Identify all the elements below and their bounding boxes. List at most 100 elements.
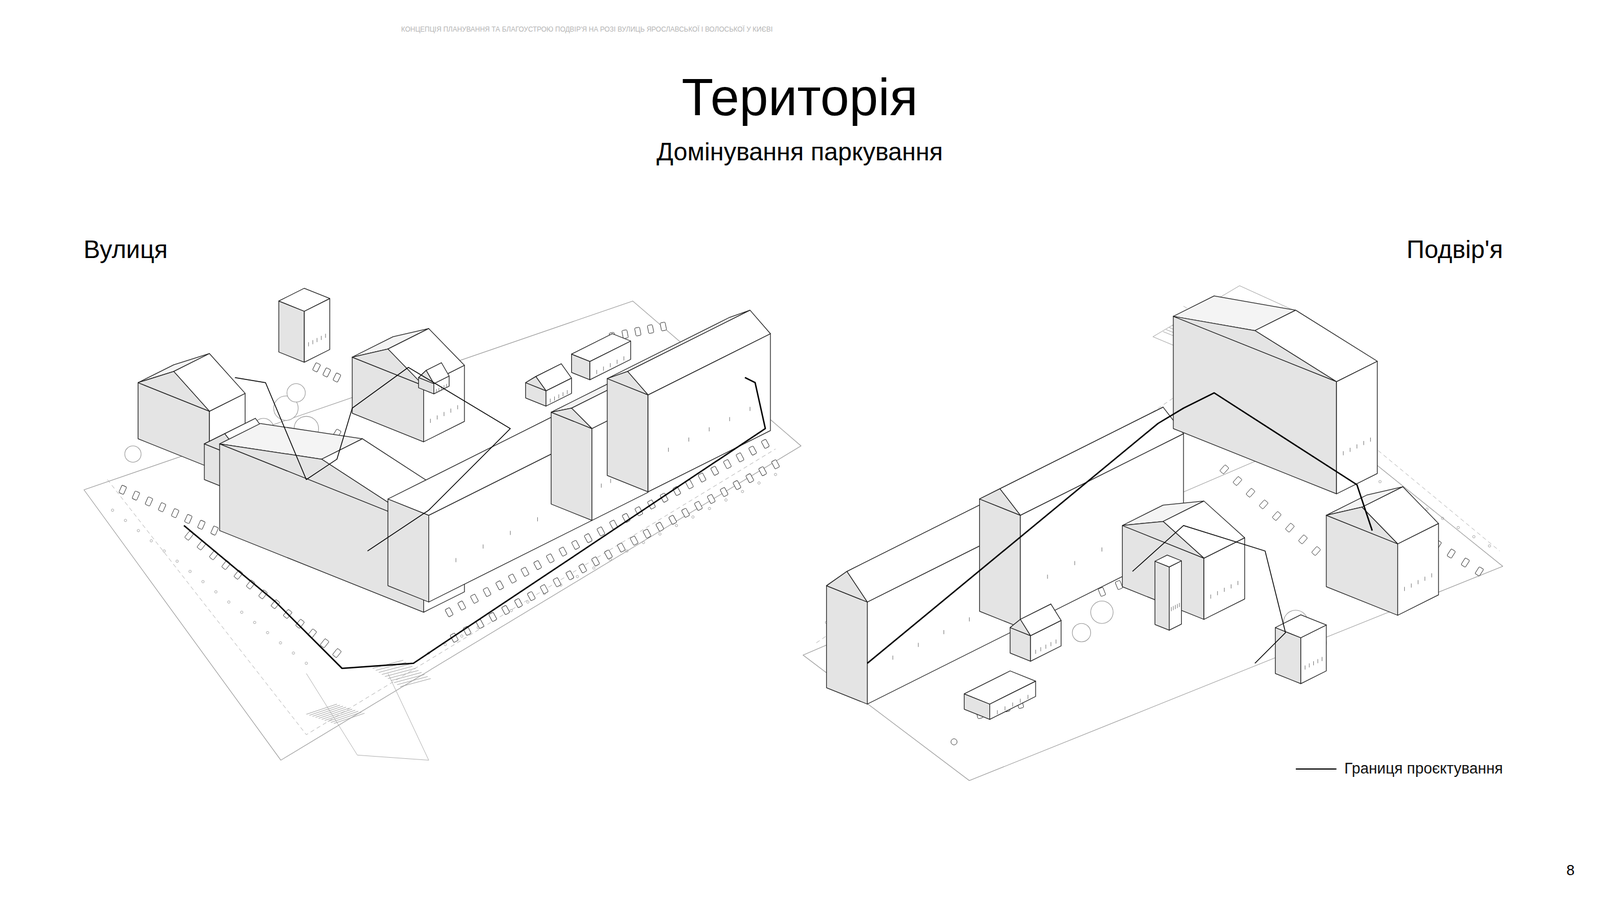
- building-side: [607, 378, 648, 492]
- header-note: КОНЦЕПЦІЯ ПЛАНУВАННЯ ТА БЛАГОУСТРОЮ ПОДВ…: [401, 25, 773, 34]
- building-facade: [1336, 361, 1378, 494]
- window-mark: [1172, 605, 1174, 610]
- parked-car: [647, 324, 655, 334]
- window-mark: [1019, 698, 1021, 703]
- street-post: [691, 515, 695, 519]
- window-mark: [969, 616, 970, 621]
- street-post: [1425, 507, 1428, 511]
- building-side: [826, 585, 867, 704]
- window-mark: [1055, 639, 1057, 644]
- crosswalk-stripe: [306, 703, 337, 714]
- window-mark: [567, 389, 568, 394]
- crosswalk-stripe: [324, 709, 355, 721]
- window-mark: [708, 427, 710, 432]
- parked-car: [1219, 464, 1229, 475]
- parked-car: [209, 550, 219, 560]
- street-post: [292, 651, 295, 654]
- crosswalk-stripe: [334, 712, 365, 723]
- window-mark: [550, 398, 551, 403]
- window-mark: [1230, 584, 1232, 589]
- parked-car: [558, 546, 568, 556]
- parked-car: [533, 559, 542, 570]
- parked-car: [761, 439, 770, 449]
- window-mark: [668, 447, 669, 452]
- building-roof: [278, 288, 330, 312]
- window-mark: [1431, 572, 1432, 577]
- window-mark: [1027, 694, 1029, 699]
- window-mark: [1317, 658, 1318, 663]
- window-mark: [688, 437, 690, 442]
- page-number: 8: [1566, 861, 1575, 879]
- window-mark: [610, 478, 611, 483]
- parked-car: [584, 533, 593, 543]
- parked-car: [1298, 534, 1308, 545]
- parked-car: [483, 586, 492, 597]
- parked-car: [520, 566, 530, 577]
- parked-car: [681, 507, 690, 518]
- parked-car: [210, 525, 219, 536]
- parked-car: [596, 526, 606, 537]
- parked-car: [332, 647, 342, 658]
- parked-car: [312, 362, 322, 372]
- building-roof: [963, 670, 1036, 704]
- building-roof: [571, 333, 631, 362]
- street-post: [708, 506, 711, 510]
- window-mark: [1040, 646, 1042, 651]
- parked-car: [655, 521, 665, 532]
- window-mark: [430, 418, 431, 423]
- street-post: [137, 529, 140, 532]
- parked-car: [1098, 586, 1107, 597]
- window-mark: [450, 408, 451, 413]
- street-post: [163, 549, 166, 552]
- street-post: [305, 662, 308, 665]
- street-post: [526, 600, 529, 603]
- window-mark: [1035, 649, 1036, 654]
- window-mark: [1410, 582, 1412, 587]
- street-post: [510, 608, 513, 612]
- window-mark: [446, 383, 447, 388]
- window-mark: [510, 530, 511, 535]
- window-mark: [1224, 587, 1225, 592]
- building-side: [1154, 560, 1169, 630]
- crosswalk-stripe: [312, 706, 344, 717]
- parked-car: [1461, 557, 1470, 568]
- parked-car: [118, 484, 127, 495]
- roof-gable: [138, 371, 210, 411]
- window-mark: [1424, 576, 1426, 581]
- window-mark: [1217, 590, 1218, 595]
- street-post: [124, 519, 127, 522]
- street-post: [1472, 535, 1475, 538]
- parked-car: [1311, 546, 1321, 556]
- window-mark: [1175, 605, 1176, 609]
- view-label: Вулиця: [83, 235, 168, 265]
- parked-car: [720, 487, 729, 497]
- roof-gable: [979, 488, 1021, 516]
- street-post: [227, 600, 230, 603]
- parked-car: [322, 367, 332, 378]
- roof-gable: [525, 376, 546, 391]
- window-mark: [997, 709, 998, 714]
- roof-gable: [1173, 316, 1337, 382]
- street-post: [214, 590, 217, 593]
- parked-car: [1447, 548, 1456, 559]
- roof-slope: [1361, 486, 1439, 544]
- parked-car: [771, 459, 780, 469]
- window-mark: [943, 629, 945, 634]
- parked-car: [495, 580, 504, 590]
- window-mark: [1417, 579, 1419, 584]
- roof-gable: [352, 348, 424, 386]
- crosswalk-stripe: [327, 711, 359, 722]
- parked-car: [221, 559, 231, 570]
- parked-car: [710, 465, 720, 476]
- window-mark: [616, 359, 618, 364]
- window-mark: [1047, 574, 1049, 579]
- parked-car: [540, 584, 549, 594]
- legend-text: Границя проєктування: [1344, 759, 1503, 778]
- parked-car: [1474, 566, 1484, 577]
- street-post: [189, 570, 192, 573]
- window-mark: [1074, 560, 1076, 565]
- window-mark: [603, 366, 604, 371]
- roof-slope: [1000, 406, 1184, 516]
- roof-gable: [607, 371, 648, 396]
- roof-slope: [387, 328, 465, 386]
